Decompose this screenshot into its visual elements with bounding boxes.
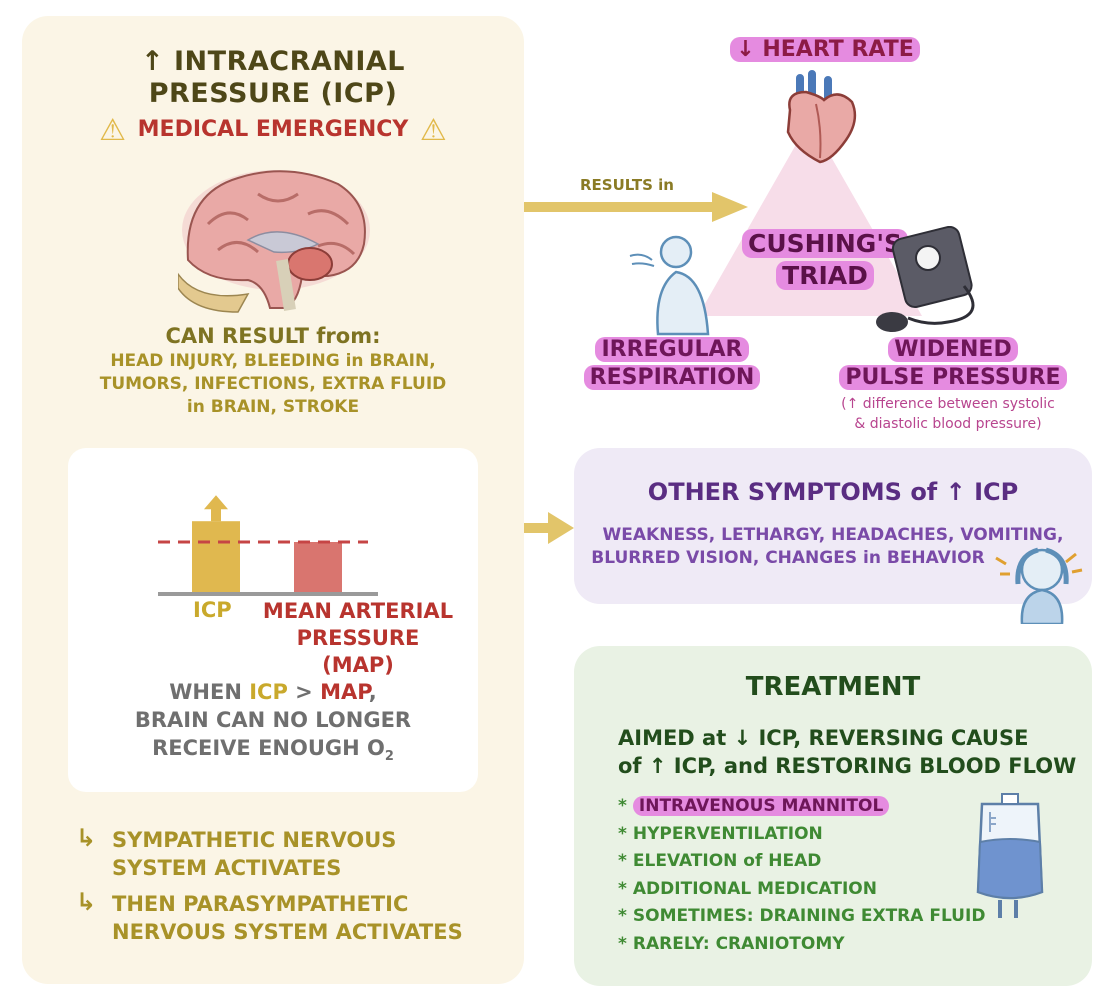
increase-arrow: ↑ [140, 46, 165, 77]
warning-icon: ⚠ [419, 113, 447, 148]
causes-heading: CAN RESULT from: [165, 324, 381, 348]
brain-illustration [178, 170, 370, 313]
treatment-title: TREATMENT [745, 672, 921, 702]
map-bar [294, 542, 342, 594]
causes-line: TUMORS, INFECTIONS, EXTRA FLUID [99, 374, 447, 394]
list-item: *INTRAVENOUS MANNITOL [618, 793, 985, 821]
causes-line: in BRAIN, STROKE [186, 397, 360, 417]
medical-emergency: MEDICAL EMERGENCY [137, 117, 409, 142]
chart-caption: WHEN ICP > MAP, BRAIN CAN NO LONGER RECE… [134, 680, 412, 765]
list-item: *HYPERVENTILATION [618, 823, 823, 844]
widened-pulse-pressure-label: WIDENED PULSE PRESSURE [818, 336, 1088, 392]
icp-bar-label: ICP [193, 598, 232, 622]
icp-bar [192, 521, 240, 594]
treatment-aim: AIMED at ↓ ICP, REVERSING CAUSE of ↑ ICP… [618, 726, 1077, 778]
page-title: ↑ INTRACRANIAL PRESSURE (ICP) [140, 46, 406, 109]
symptoms-list: WEAKNESS, LETHARGY, HEADACHES, VOMITING,… [591, 525, 1064, 568]
heart-icon [786, 70, 857, 164]
list-item: *ELEVATION of HEAD [618, 851, 822, 871]
map-bar-label: MEAN ARTERIAL PRESSURE (MAP) [262, 599, 454, 677]
iv-bag-icon [976, 793, 1044, 918]
list-item: *RARELY: CRANIOTOMY [618, 933, 845, 954]
results-arrow [524, 192, 748, 222]
decrease-arrow: ↓ [736, 37, 755, 62]
icp-map-card [68, 448, 478, 792]
symptoms-arrow [524, 512, 574, 544]
icp-increase-arrow [204, 495, 228, 522]
breathing-person-icon [629, 235, 710, 336]
list-item: *SOMETIMES: DRAINING EXTRA FLUID [618, 906, 986, 926]
emergency-row: ⚠ MEDICAL EMERGENCY ⚠ [22, 113, 524, 148]
causes-line: HEAD INJURY, BLEEDING in BRAIN, [110, 351, 436, 371]
results-in-label: RESULTS in [580, 176, 674, 194]
hook-arrow-icon: ↳ [76, 824, 97, 852]
symptoms-panel [574, 448, 1092, 604]
symptoms-title: OTHER SYMPTOMS of ↑ ICP [647, 478, 1019, 506]
treatment-list: *INTRAVENOUS MANNITOL *HYPERVENTILATION … [618, 793, 985, 958]
hook-arrow-icon: ↳ [76, 888, 97, 916]
heart-rate-label: ↓ HEART RATE [720, 36, 930, 64]
list-item: *ADDITIONAL MEDICATION [618, 878, 877, 899]
sequence-step-1: ↳ SYMPATHETIC NERVOUS SYSTEM ACTIVATES [76, 824, 397, 880]
warning-icon: ⚠ [99, 113, 127, 148]
headache-person-icon [995, 547, 1083, 624]
pulse-pressure-note: (↑ difference between systolic & diastol… [841, 396, 1055, 432]
mannitol-highlight: INTRAVENOUS MANNITOL [632, 796, 890, 816]
sequence-step-2: ↳ THEN PARASYMPATHETIC NERVOUS SYSTEM AC… [76, 888, 463, 944]
causes-block: CAN RESULT from: HEAD INJURY, BLEEDING i… [22, 322, 524, 419]
icp-map-chart [158, 495, 378, 596]
cushings-triad-title: CUSHING'S TRIAD [720, 228, 930, 292]
irregular-respiration-label: IRREGULAR RESPIRATION [572, 336, 772, 392]
blood-pressure-cuff-icon [876, 226, 975, 332]
